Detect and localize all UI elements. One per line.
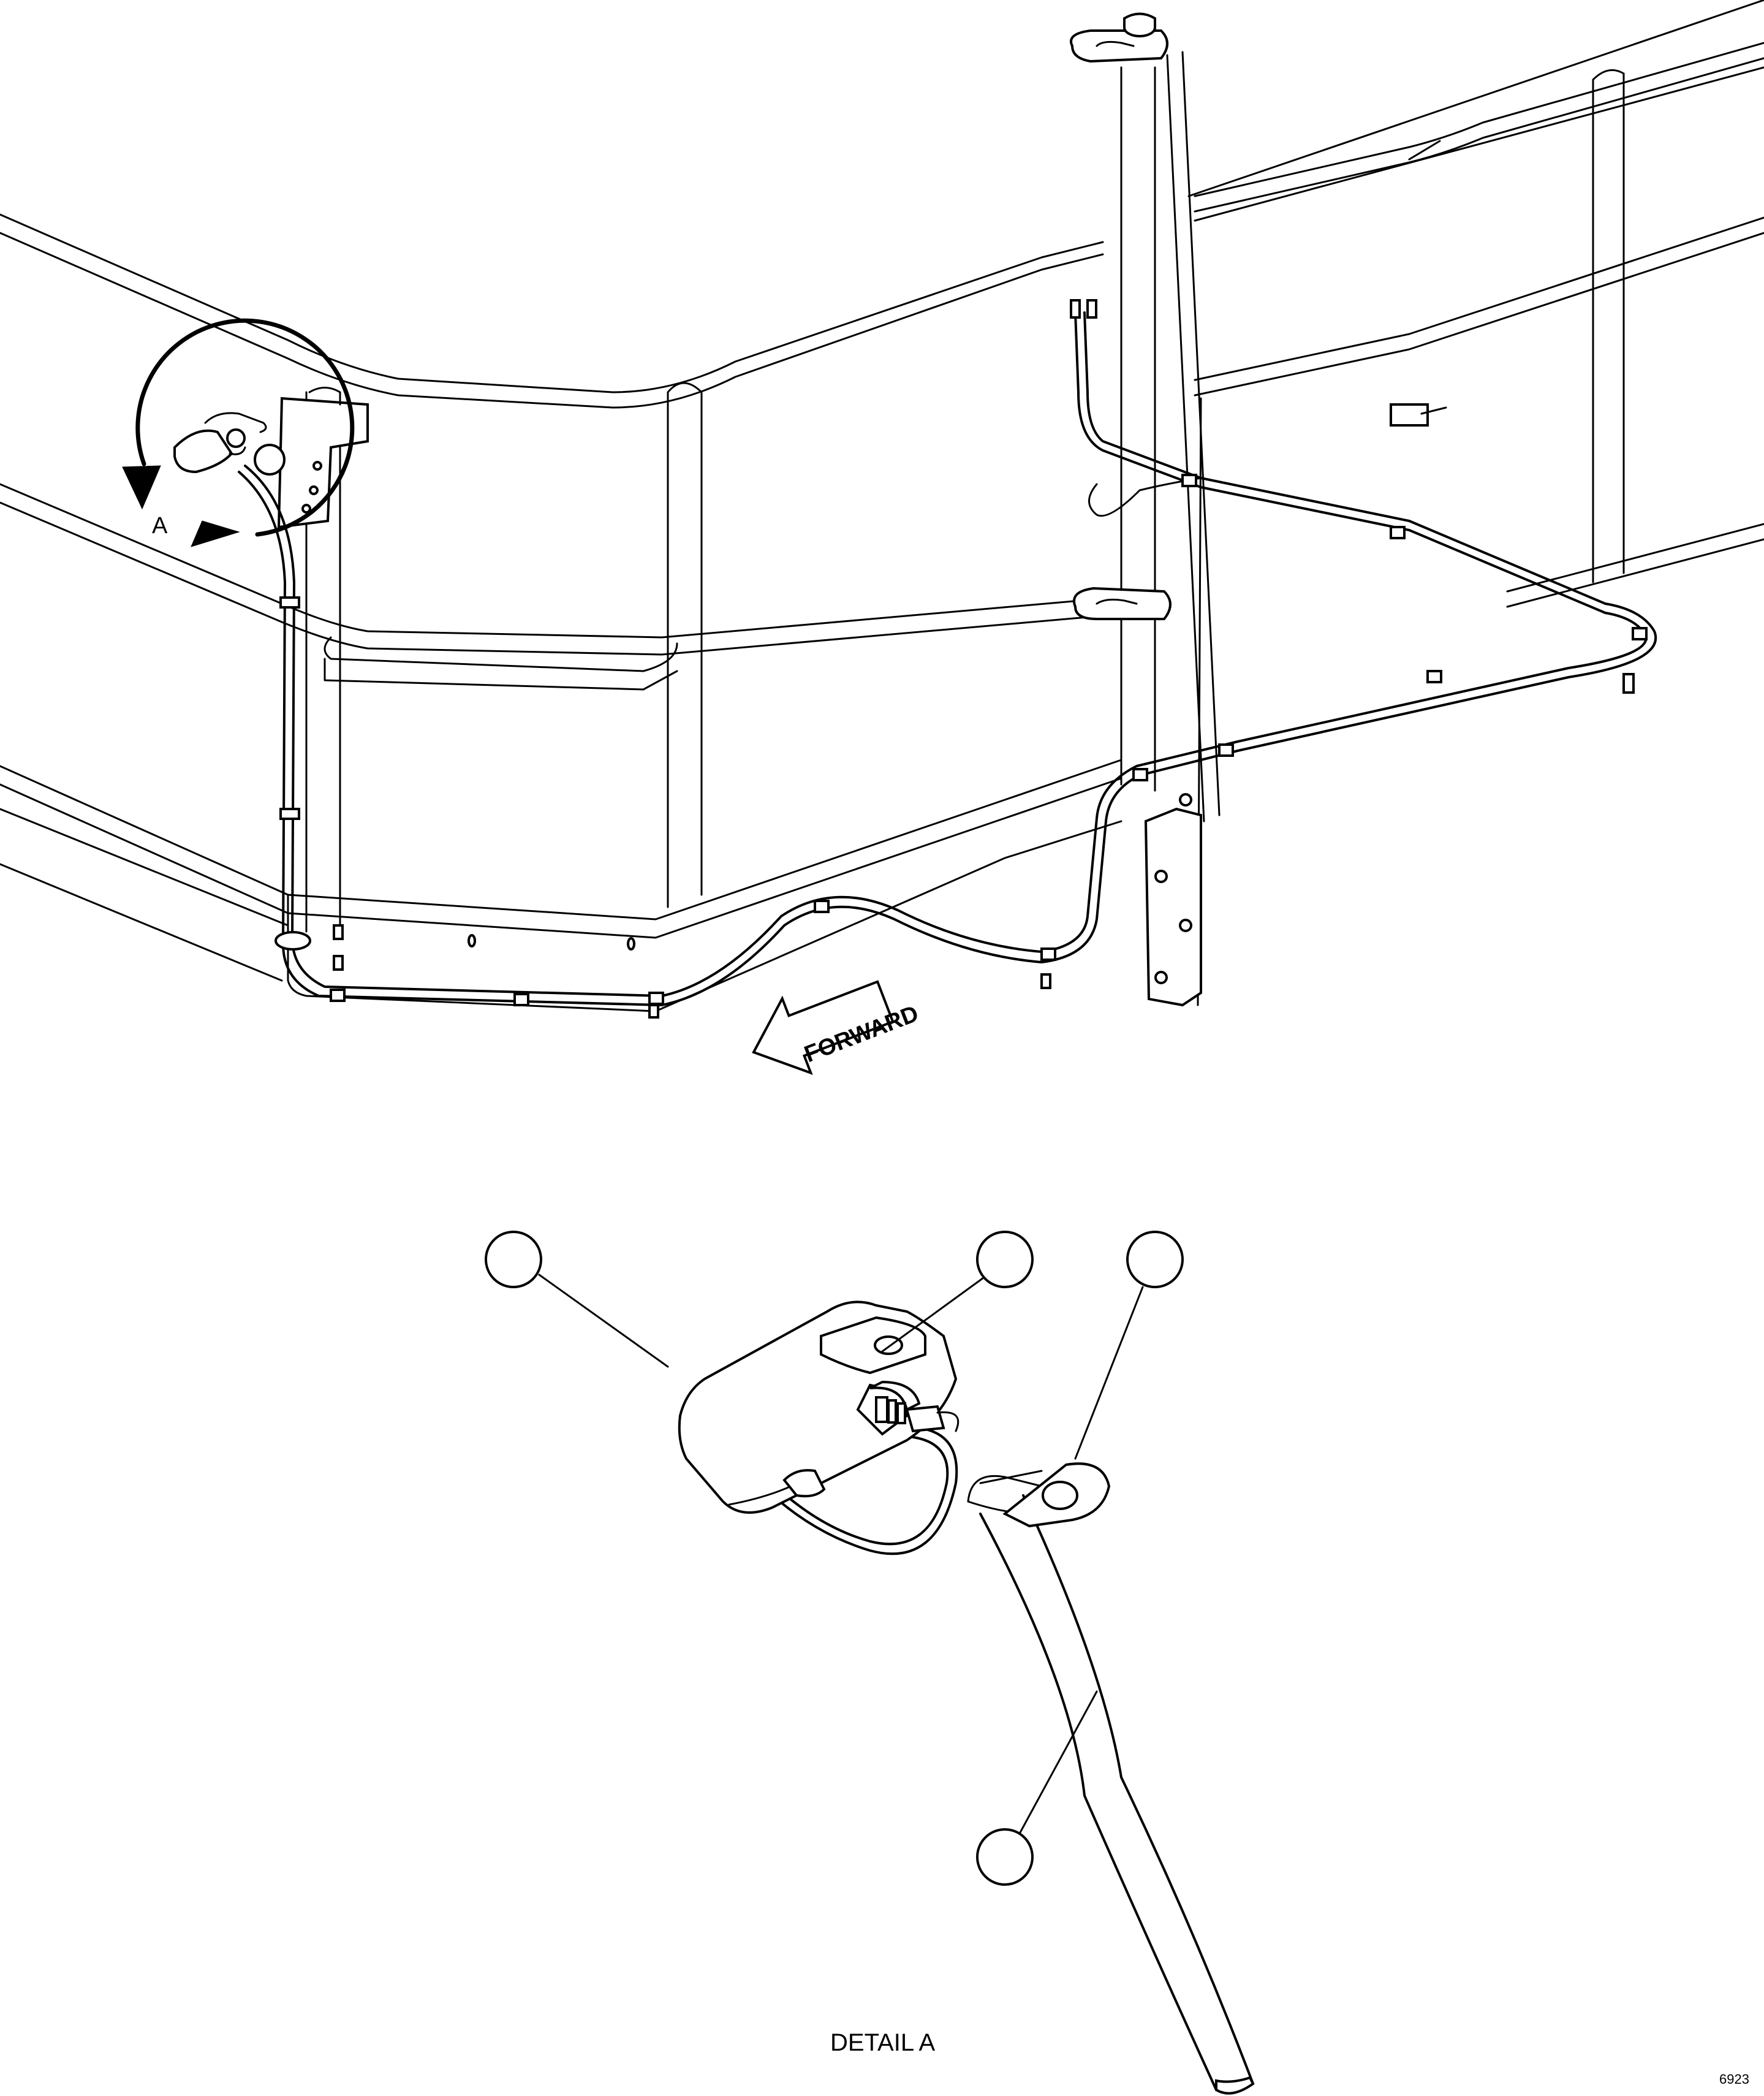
- callout-balloon-3: [1126, 1231, 1184, 1288]
- callout-balloon-2: [976, 1231, 1034, 1288]
- cable-harness: [238, 299, 1657, 1019]
- stanchion-brackets: [1070, 12, 1202, 1007]
- detail-a-callout: A: [122, 318, 355, 547]
- callout-balloon-1: [485, 1231, 542, 1288]
- dust-cap: [678, 1301, 958, 1514]
- main-view: A FORWARD: [0, 0, 1764, 1076]
- retaining-wire: [759, 1427, 958, 1555]
- detail-a-label: A: [152, 513, 168, 539]
- fence-posts: [305, 51, 1221, 1006]
- detail-connector: [856, 1380, 960, 1436]
- detail-bracket: [979, 1462, 1111, 1528]
- detail-view: DETAIL A: [485, 1231, 1255, 2095]
- detail-cable: [967, 1475, 1255, 2095]
- forward-arrow: FORWARD: [752, 980, 922, 1076]
- left-bracket: [277, 387, 369, 529]
- deck-fence-left: [0, 213, 1122, 1012]
- deck-fence-right: [1187, 0, 1764, 608]
- detail-title: DETAIL A: [830, 2029, 935, 2056]
- item-callouts: [485, 1231, 1184, 1886]
- figure-code: 6923: [1719, 2071, 1749, 2087]
- callout-balloon-4: [976, 1828, 1034, 1886]
